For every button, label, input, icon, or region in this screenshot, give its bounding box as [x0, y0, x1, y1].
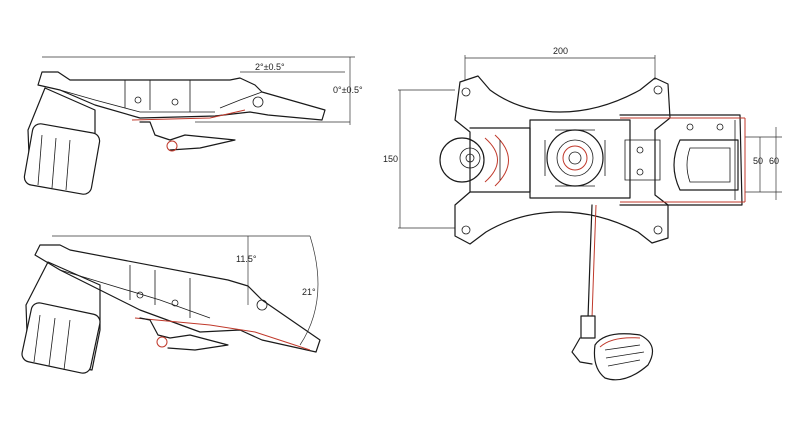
dim-top-gap: 2°±0.5°	[255, 62, 285, 72]
dim-width: 200	[553, 46, 568, 56]
dim-tilt: 11.5°	[236, 254, 257, 264]
dim-height: 150	[383, 154, 398, 164]
side-view-level: 2°±0.5° 0°±0.5°	[23, 56, 363, 195]
top-view: 200 150 50 60	[383, 46, 782, 381]
side-view-tilted: 11.5° 21°	[21, 235, 321, 374]
dim-slot-inner: 50	[753, 156, 763, 166]
dim-tilt-angle: 21°	[302, 287, 316, 297]
dim-top-angle: 0°±0.5°	[333, 85, 363, 95]
dim-slot-outer: 60	[769, 156, 779, 166]
